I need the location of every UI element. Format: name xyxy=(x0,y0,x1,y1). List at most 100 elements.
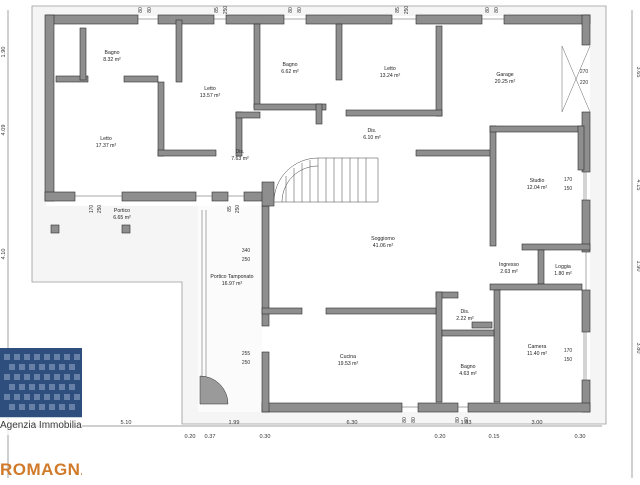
room-name-garage: Garage xyxy=(496,72,513,78)
room-name-ingresso: Ingresso xyxy=(499,262,519,268)
room-name-bagno1: Bagno xyxy=(104,50,119,56)
wall xyxy=(44,14,55,202)
wall xyxy=(253,103,327,111)
wall xyxy=(44,191,76,202)
room-name-bagno2: Bagno xyxy=(282,62,297,68)
opening-portico_left-bottom: 250 xyxy=(97,205,103,214)
top-mark-t5-b: 80 xyxy=(494,7,500,13)
opening-portico_mid-bottom: 250 xyxy=(235,205,241,214)
bottom-dim-2: 0.37 xyxy=(205,434,216,440)
top-mark-t1-a: 80 xyxy=(138,7,144,13)
wall xyxy=(345,109,443,117)
opening-camera_window-top: 170 xyxy=(564,348,573,354)
wall xyxy=(503,14,591,25)
room-area-camera: 11.40 m² xyxy=(527,351,547,357)
windows xyxy=(75,18,587,408)
bottom-dim-8: 0.15 xyxy=(489,434,500,440)
room-name-bagno3: Bagno xyxy=(460,364,475,370)
right-dim-3: 3.80 xyxy=(635,343,640,354)
wall xyxy=(581,14,591,46)
top-mark-t2-a: 85 xyxy=(214,7,220,13)
room-name-dis2: Dis. xyxy=(368,128,377,134)
bottom-mark-b1-a: 80 xyxy=(402,417,408,423)
top-mark-t5-a: 80 xyxy=(485,7,491,13)
room-name-cucina: Cucina xyxy=(340,354,356,360)
opening-portico_mid-top: 85 xyxy=(227,206,233,212)
wall xyxy=(211,191,229,202)
room-area-bagno1: 8.32 m² xyxy=(103,57,121,63)
top-mark-t3-a: 80 xyxy=(288,7,294,13)
opening-studio_window-bottom: 150 xyxy=(564,186,573,192)
room-name-soggiorno: Soggiorno xyxy=(371,236,395,242)
wall xyxy=(157,149,217,157)
opening-portico_t_top-top: 340 xyxy=(242,248,251,254)
wall xyxy=(417,402,459,413)
room-area-garage: 20.25 m² xyxy=(495,79,516,85)
agency-logo xyxy=(0,348,82,480)
wall xyxy=(225,14,285,25)
room-area-ingresso: 2.63 m² xyxy=(500,269,518,275)
top-mark-t1-b: 80 xyxy=(147,7,153,13)
wall xyxy=(489,283,583,291)
room-name-portico_t: Portico Tamponato xyxy=(210,274,253,280)
bottom-mark-b1-b: 80 xyxy=(411,417,417,423)
wall xyxy=(435,291,443,403)
top-mark-t2-b: 250 xyxy=(223,6,229,15)
door-swing xyxy=(199,375,229,405)
bottom-dim-5: 6.30 xyxy=(347,420,358,426)
wall xyxy=(157,14,215,25)
room-area-letto2: 13.24 m² xyxy=(380,73,401,79)
left-dim-0: 1.90 xyxy=(1,47,7,58)
bottom-dim-10: 0.30 xyxy=(575,434,586,440)
walls xyxy=(44,14,591,413)
wall xyxy=(261,307,303,315)
room-area-letto1: 13.57 m² xyxy=(200,93,221,99)
opening-portico_t_bottom-bottom: 250 xyxy=(242,360,251,366)
room-name-dis3: Dis. xyxy=(461,309,470,315)
wall xyxy=(121,191,197,202)
room-area-cucina: 19.53 m² xyxy=(338,361,359,367)
wall xyxy=(79,27,87,81)
opening-studio_window-top: 170 xyxy=(564,177,573,183)
wall xyxy=(253,23,261,109)
right-dim-2: 1.90 xyxy=(635,261,640,272)
opening-portico_t_top-bottom: 250 xyxy=(242,257,251,263)
bottom-dim-6: 0.20 xyxy=(435,434,446,440)
bottom-dim-7: 1.83 xyxy=(461,420,472,426)
wall xyxy=(305,14,393,25)
room-area-bagno2: 6.62 m² xyxy=(281,69,299,75)
staircase xyxy=(273,157,379,203)
room-name-studio: Studio xyxy=(530,178,545,184)
opening-portico_left-top: 170 xyxy=(89,205,95,214)
room-area-portico_t: 16.97 m² xyxy=(222,281,243,287)
column xyxy=(50,224,60,234)
room-area-dis2: 6.10 m² xyxy=(363,135,381,141)
wall xyxy=(489,125,583,133)
bottom-dim-3: 1.99 xyxy=(229,420,240,426)
bottom-dim-9: 3.00 xyxy=(532,420,543,426)
wall xyxy=(261,181,275,207)
wall xyxy=(157,81,165,157)
room-name-letto3: Letto xyxy=(100,136,112,142)
wall xyxy=(175,19,183,83)
wall xyxy=(415,14,483,25)
wall xyxy=(55,75,89,83)
logo-tagline: Agenzia Immobiliare xyxy=(0,417,82,435)
wall xyxy=(261,351,270,413)
logo-mosaic-icon xyxy=(0,348,82,418)
top-mark-t3-b: 80 xyxy=(297,7,303,13)
wall xyxy=(235,111,261,119)
bottom-dim-0: 5.10 xyxy=(121,420,132,426)
right-dim-1: 4.15 xyxy=(635,180,640,191)
room-area-bagno3: 4.63 m² xyxy=(459,371,477,377)
wall xyxy=(315,103,323,125)
room-name-dis1: Dis. xyxy=(236,149,245,155)
wall xyxy=(537,249,545,285)
wall xyxy=(435,25,443,117)
room-area-studio: 12.04 m² xyxy=(527,185,548,191)
wall xyxy=(581,289,591,333)
building-floor xyxy=(46,16,590,412)
